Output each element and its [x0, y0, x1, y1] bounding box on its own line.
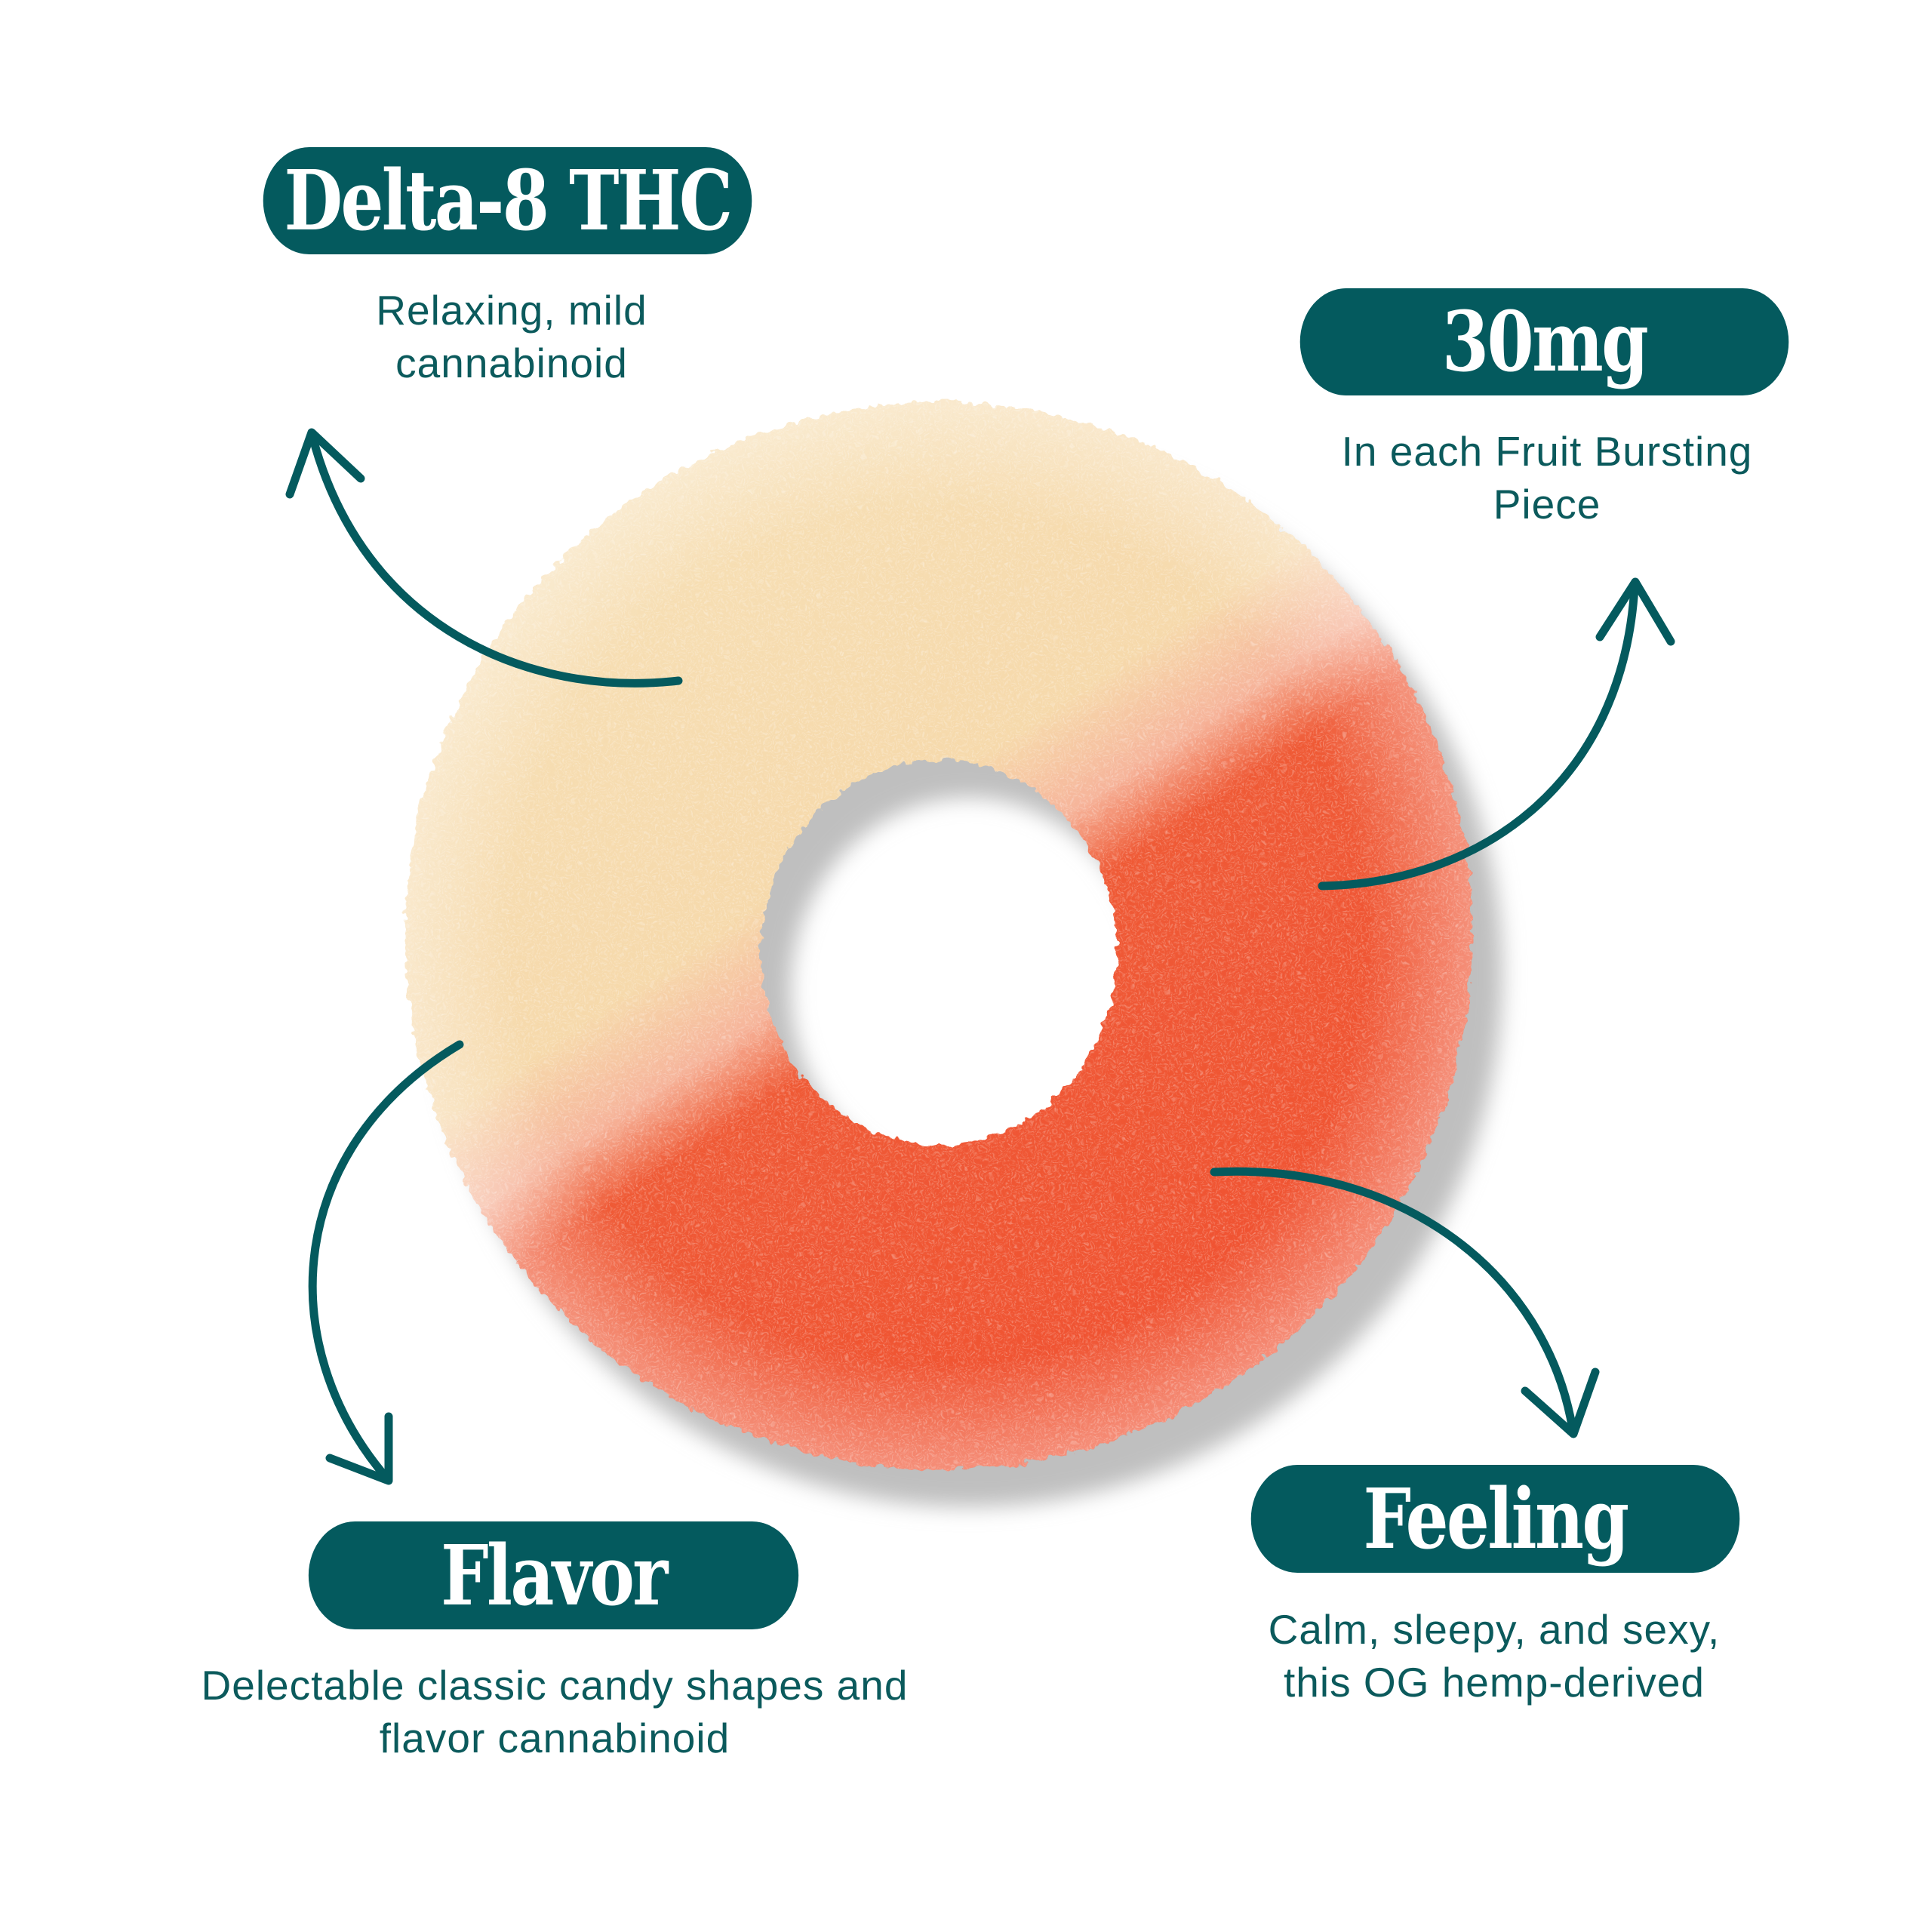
- curved-arrow-up-left-icon: [285, 428, 683, 688]
- flavor-description: Delectable classic candy shapes and flav…: [113, 1659, 996, 1764]
- dose-description: In each Fruit Bursting Piece: [1283, 425, 1811, 531]
- dose-line-1: In each Fruit Bursting: [1341, 428, 1753, 475]
- curved-arrow-down-right-icon: [1210, 1167, 1600, 1438]
- dose-title: 30mg: [1441, 292, 1649, 391]
- delta8-badge: Delta-8 THC: [263, 147, 752, 254]
- curved-arrow-up-right-icon: [1318, 577, 1675, 891]
- delta8-description: Relaxing, mild cannabinoid: [281, 284, 743, 389]
- dose-line-2: Piece: [1493, 481, 1601, 528]
- feeling-title: Feeling: [1363, 1469, 1629, 1567]
- feeling-description: Calm, sleepy, and sexy, this OG hemp-der…: [1223, 1603, 1766, 1709]
- delta8-line-2: cannabinoid: [395, 340, 628, 386]
- delta8-title: Delta-8 THC: [284, 151, 733, 250]
- flavor-badge: Flavor: [308, 1521, 799, 1629]
- feeling-line-1: Calm, sleepy, and sexy,: [1268, 1606, 1721, 1653]
- curved-arrow-down-left-icon: [308, 1040, 464, 1485]
- feeling-badge: Feeling: [1250, 1465, 1740, 1573]
- flavor-title: Flavor: [441, 1526, 668, 1624]
- delta8-line-1: Relaxing, mild: [376, 287, 647, 334]
- dose-badge: 30mg: [1299, 288, 1789, 395]
- flavor-line-1: Delectable classic candy shapes and: [201, 1662, 909, 1709]
- gummy-body: [392, 385, 1487, 1487]
- feeling-line-2: this OG hemp-derived: [1284, 1659, 1705, 1706]
- flavor-line-2: flavor cannabinoid: [379, 1715, 730, 1761]
